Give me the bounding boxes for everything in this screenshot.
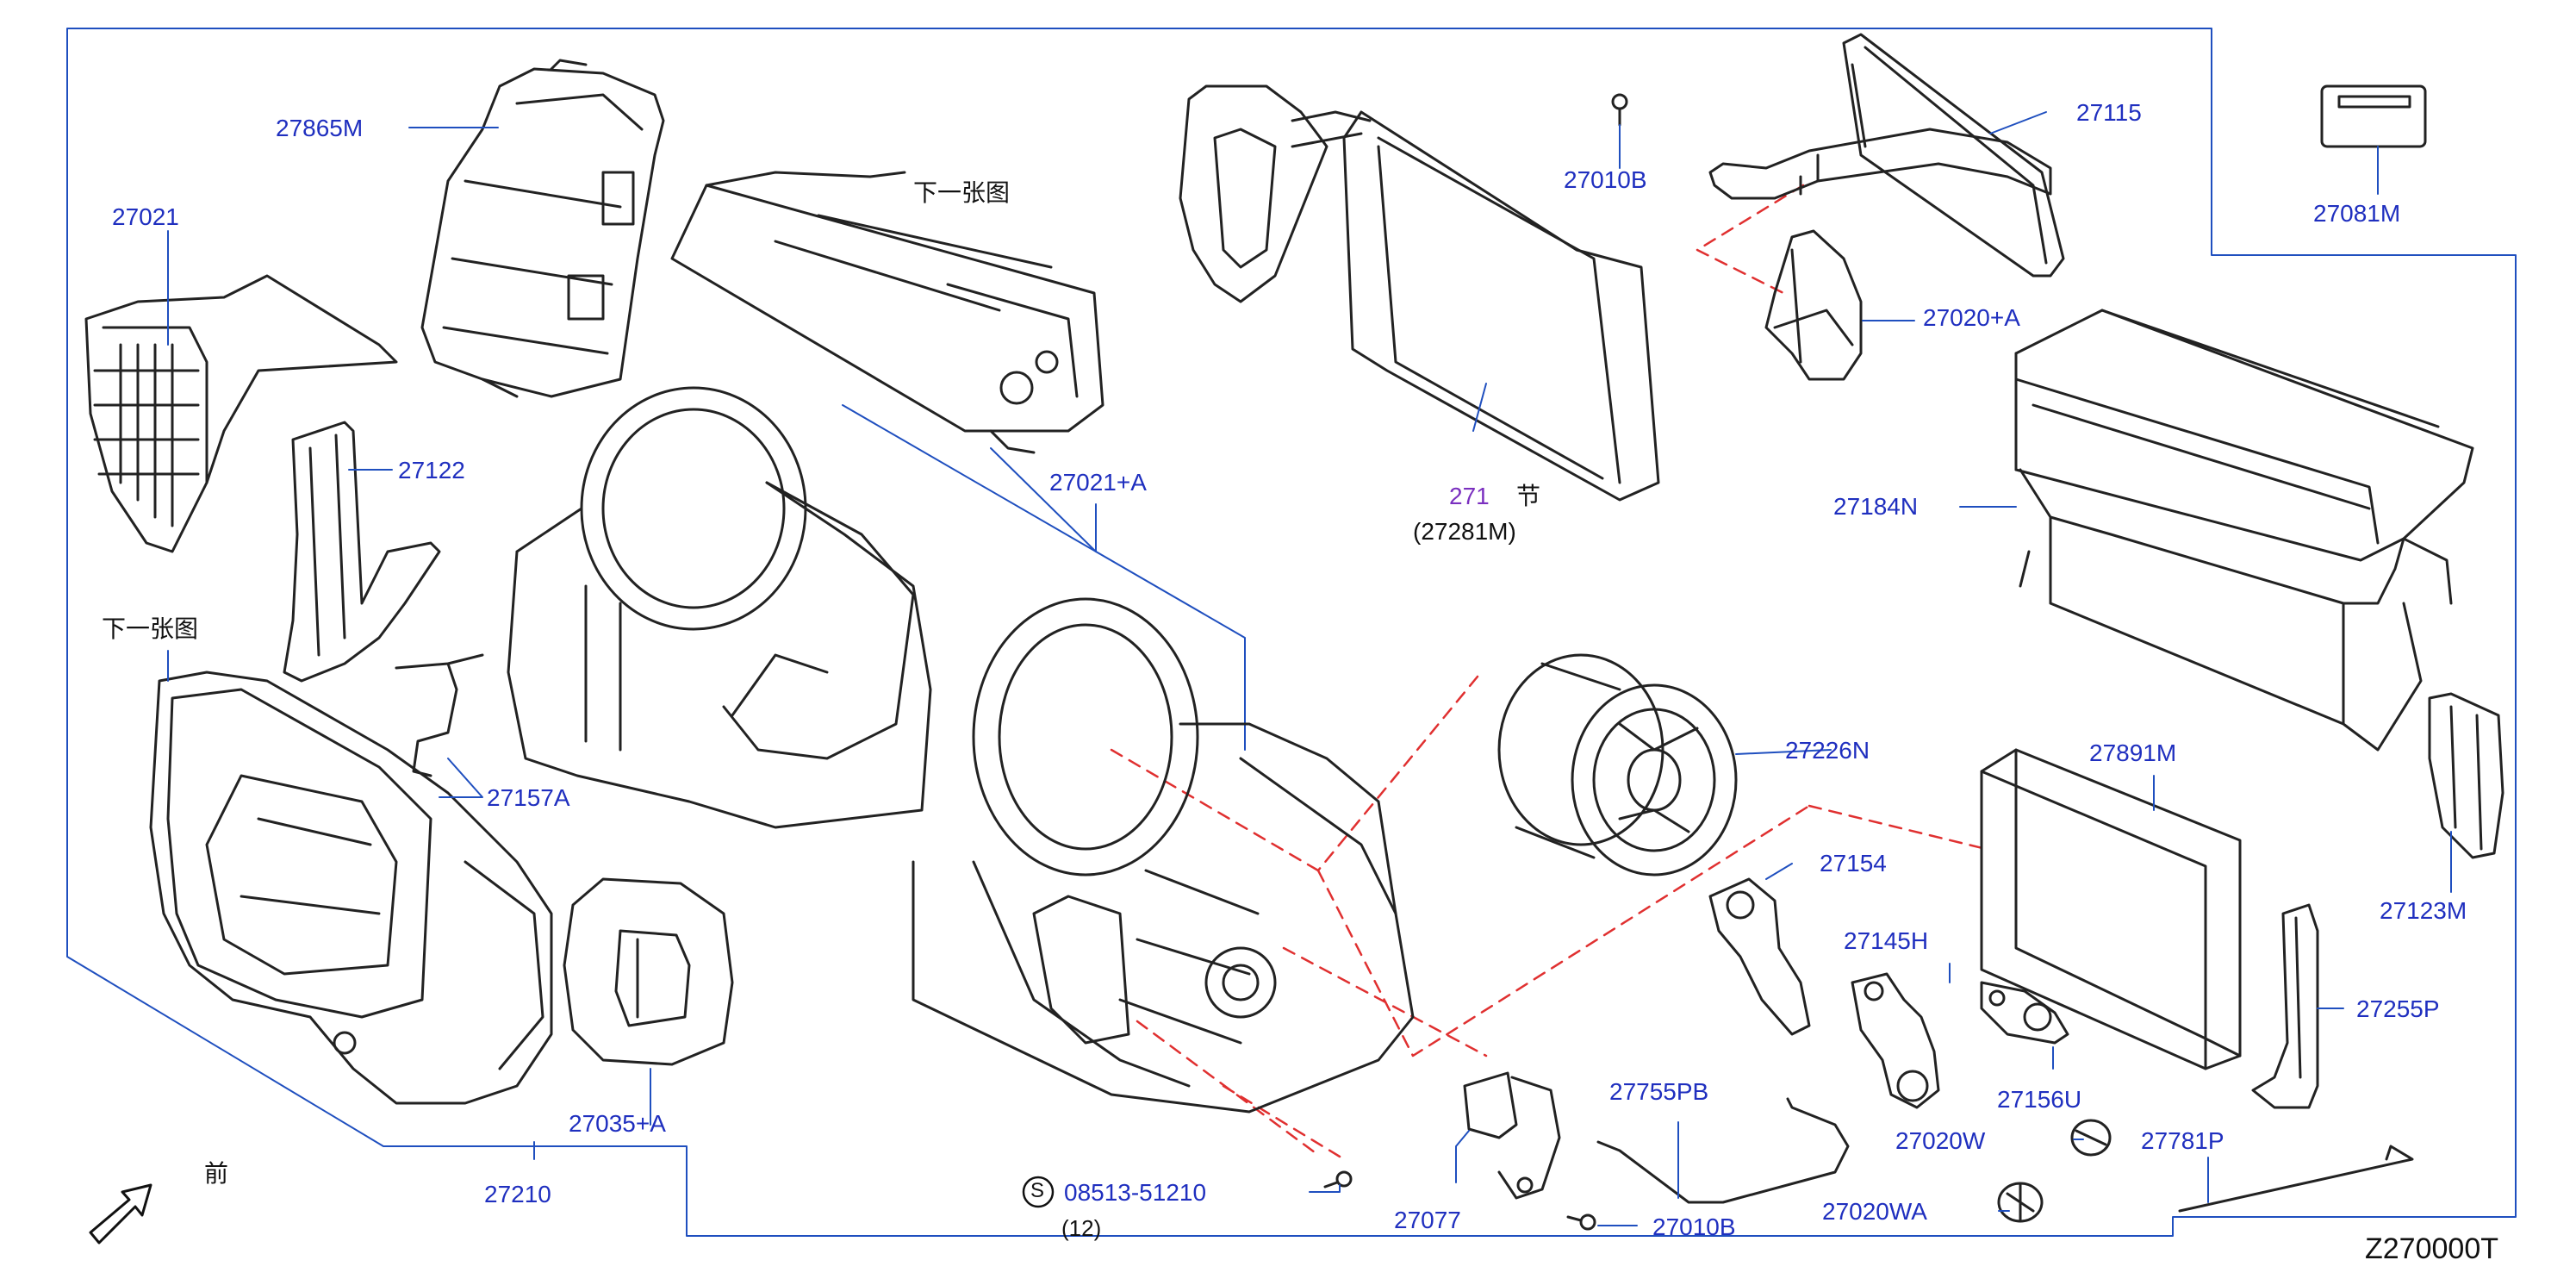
case-27184N bbox=[2014, 309, 2474, 752]
label-card-27081M bbox=[2320, 84, 2427, 148]
gear-27020WA bbox=[1997, 1182, 2044, 1223]
label-front: 前 bbox=[204, 1160, 229, 1187]
label-08513-51210: 08513-51210 bbox=[1064, 1179, 1207, 1206]
front-arrow-icon bbox=[89, 1183, 152, 1245]
label-271: 271 bbox=[1449, 483, 1490, 509]
diagram-id: Z270000T bbox=[2365, 1232, 2498, 1265]
label-27156U: 27156U bbox=[1997, 1086, 2082, 1113]
label-27077: 27077 bbox=[1394, 1207, 1461, 1233]
label-27020W: 27020W bbox=[1895, 1127, 1986, 1154]
label-next-figure-left: 下一张图 bbox=[102, 615, 199, 642]
gear-27020W bbox=[2070, 1119, 2112, 1157]
screw-08513 bbox=[1323, 1170, 1353, 1189]
bracket-27122 bbox=[283, 421, 441, 683]
label-27122: 27122 bbox=[398, 457, 465, 484]
rod-27755PB bbox=[1596, 1097, 1850, 1204]
door-27020A bbox=[1764, 229, 1863, 381]
label-27157A: 27157A bbox=[487, 784, 570, 811]
bracket-27255P bbox=[2251, 903, 2319, 1109]
duct-27865M bbox=[420, 59, 665, 398]
blower-housing-left bbox=[149, 671, 553, 1105]
main-housing bbox=[912, 597, 1415, 1114]
divider-line bbox=[842, 404, 1246, 751]
screw-27010B-top bbox=[1611, 93, 1628, 127]
filter-27891M bbox=[1980, 748, 2242, 1070]
label-27226N: 27226N bbox=[1785, 737, 1870, 764]
label-27123M: 27123M bbox=[2380, 897, 2467, 924]
resistor-27077 bbox=[1463, 1071, 1561, 1200]
label-27020A: 27020+A bbox=[1923, 304, 2020, 331]
label-27184N: 27184N bbox=[1833, 493, 1919, 520]
label-quantity-12: (12) bbox=[1061, 1215, 1102, 1241]
label-27010B-top: 27010B bbox=[1564, 166, 1647, 193]
label-27010B-bottom: 27010B bbox=[1652, 1213, 1736, 1240]
bracket-27123M bbox=[2428, 692, 2504, 859]
label-27021: 27021 bbox=[112, 203, 179, 230]
label-27115: 27115 bbox=[2076, 99, 2142, 126]
label-27035A: 27035+A bbox=[569, 1110, 666, 1137]
evaporator-271 bbox=[1179, 84, 1660, 502]
label-27210: 27210 bbox=[484, 1181, 551, 1207]
scroll-housing-upper bbox=[507, 386, 932, 829]
label-27255P: 27255P bbox=[2356, 995, 2440, 1022]
label-27891M: 27891M bbox=[2089, 739, 2177, 766]
label-27020WA: 27020WA bbox=[1822, 1198, 1927, 1225]
screw-27010B-bottom bbox=[1566, 1213, 1596, 1231]
label-271-suffix: 节 bbox=[1516, 483, 1541, 509]
label-27755PB: 27755PB bbox=[1609, 1078, 1709, 1105]
lever-27154 bbox=[1708, 877, 1811, 1036]
label-27865M: 27865M bbox=[276, 115, 364, 141]
upper-case bbox=[670, 171, 1104, 454]
lever-27145H bbox=[1851, 972, 1940, 1109]
label-27021A: 27021+A bbox=[1049, 469, 1147, 496]
label-screw-mark: S bbox=[1030, 1179, 1045, 1202]
label-next-figure-top: 下一张图 bbox=[913, 179, 1011, 206]
filter-27035A bbox=[563, 877, 734, 1066]
label-27781P: 27781P bbox=[2141, 1127, 2224, 1154]
label-27281M: (27281M) bbox=[1413, 518, 1516, 545]
wire-27157A bbox=[395, 653, 484, 777]
boundary-line bbox=[66, 28, 2517, 1237]
duct-27021 bbox=[84, 274, 398, 553]
link-27156U bbox=[1980, 981, 2069, 1045]
screw-symbol-icon bbox=[1022, 1176, 1055, 1208]
label-27081M: 27081M bbox=[2313, 200, 2401, 227]
blower-motor-27226N bbox=[1497, 653, 1738, 877]
label-27145H: 27145H bbox=[1844, 927, 1929, 954]
heater-core-27115 bbox=[1708, 33, 2065, 278]
label-27154: 27154 bbox=[1820, 850, 1887, 877]
rod-27781P bbox=[2178, 1145, 2414, 1213]
